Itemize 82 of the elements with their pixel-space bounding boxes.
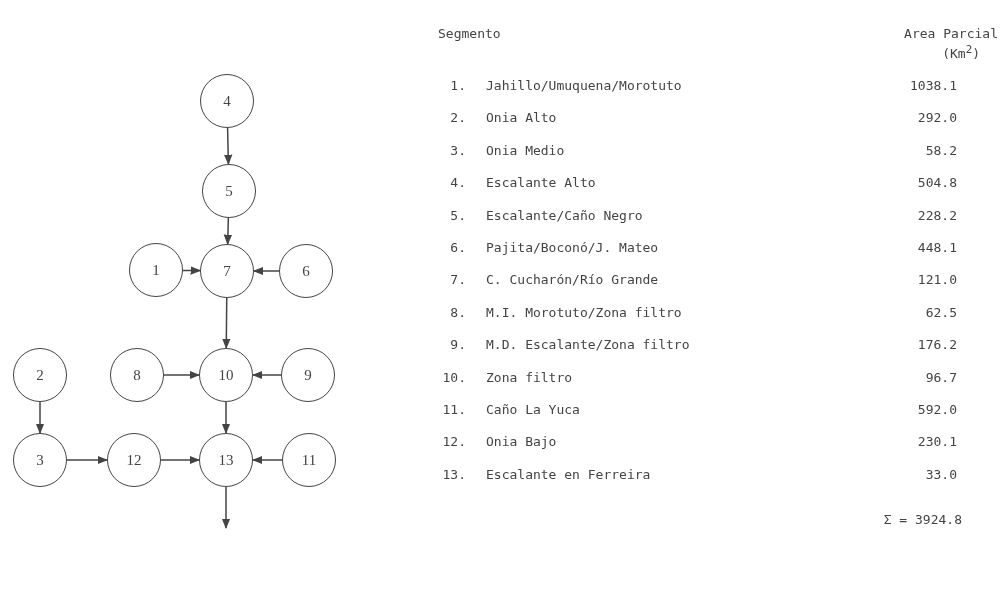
segment-number: 9 [304, 366, 312, 384]
segment-number: 1 [152, 261, 160, 279]
segment-number: 8. [450, 304, 466, 320]
area-value: 62.5 [925, 304, 957, 320]
segment-circle [281, 348, 335, 402]
segment-number: 1. [450, 78, 466, 93]
arrow [160, 455, 201, 465]
segment-number: 3 [36, 451, 44, 469]
segment-name: M.D. Escalante/Zona filtro [486, 337, 690, 353]
arrow [163, 370, 201, 380]
column-header: Area Parcial [904, 26, 998, 41]
segment-number: 4. [450, 175, 466, 191]
area-value: 121.0 [917, 272, 957, 288]
segment-number: 7 [223, 262, 231, 280]
arrow [221, 486, 231, 530]
segment-name: Escalante Alto [486, 175, 596, 191]
segment-number: 5 [225, 182, 233, 200]
segment-circle [279, 244, 333, 298]
segment-circle [110, 348, 164, 402]
segment-name: Pajita/Boconó/J. Mateo [486, 240, 659, 255]
area-value: 58.2 [925, 142, 957, 158]
area-value: 448.1 [917, 240, 957, 255]
segment-name: Onia Medio [486, 142, 565, 158]
area-value: 33.0 [925, 466, 957, 482]
segment-number: 13 [218, 451, 234, 469]
area-value: 96.7 [925, 369, 957, 385]
segment-number: 9. [450, 337, 466, 353]
segment-number: 6 [302, 262, 310, 280]
segment-number: 6. [450, 240, 466, 255]
area-value: 292.0 [917, 110, 957, 126]
segment-circle [282, 433, 336, 487]
segment-number: 11 [301, 451, 317, 469]
segment-circle [107, 433, 161, 487]
area-value: 504.8 [917, 175, 957, 191]
segment-number: 7. [450, 272, 466, 288]
arrow [224, 127, 233, 166]
segment-number: 5. [450, 207, 466, 223]
segment-circle [200, 244, 254, 298]
segment-number: 8 [133, 366, 141, 384]
segment-circle [13, 348, 67, 402]
arrow [251, 370, 282, 380]
segment-name: Zona filtro [486, 369, 573, 385]
arrow [221, 401, 231, 435]
segment-circle [200, 74, 254, 128]
area-value: 1038.1 [910, 78, 957, 93]
segment-number: 3. [450, 142, 466, 158]
arrow [223, 217, 233, 246]
arrow [35, 401, 45, 435]
segment-name: C. Cucharón/Río Grande [486, 272, 659, 288]
segment-number: 2 [36, 366, 44, 384]
segment-circle [129, 243, 183, 297]
segment-number: 4 [223, 92, 231, 110]
column-header: Segmento [438, 26, 501, 41]
segment-circle [13, 433, 67, 487]
segment-circle [199, 348, 253, 402]
segment-number: 10 [218, 366, 234, 384]
segment-name: Onia Alto [486, 110, 557, 126]
segment-name: Escalante en Ferreira [486, 466, 651, 482]
segment-number: 12 [126, 451, 142, 469]
area-value: 176.2 [917, 337, 957, 353]
segment-circle [202, 164, 256, 218]
arrow [66, 455, 109, 465]
segment-number: 11. [442, 402, 466, 417]
segment-name: Onia Bajo [486, 434, 557, 450]
column-header: (Km$^{2}$) [942, 43, 980, 62]
segment-name: M.I. Morotuto/Zona filtro [486, 304, 682, 320]
arrow [182, 266, 202, 275]
arrow [222, 297, 231, 350]
segment-number: 13. [442, 466, 466, 482]
arrow [251, 455, 283, 465]
area-value: 228.2 [917, 207, 957, 223]
segment-number: 10. [442, 369, 466, 385]
arrow [252, 266, 280, 276]
segment-number: 2. [450, 110, 466, 126]
segment-name: Escalante/Caño Negro [486, 207, 643, 223]
area-value: 592.0 [917, 402, 957, 417]
segment-name: Jahillo/Umuquena/Morotuto [486, 78, 682, 93]
segment-number: 12. [442, 434, 466, 450]
area-value: 230.1 [917, 434, 957, 450]
segment-circle [199, 433, 253, 487]
segment-name: Caño La Yuca [486, 402, 580, 417]
total-sum: Σ = 3924.8 [883, 512, 962, 527]
